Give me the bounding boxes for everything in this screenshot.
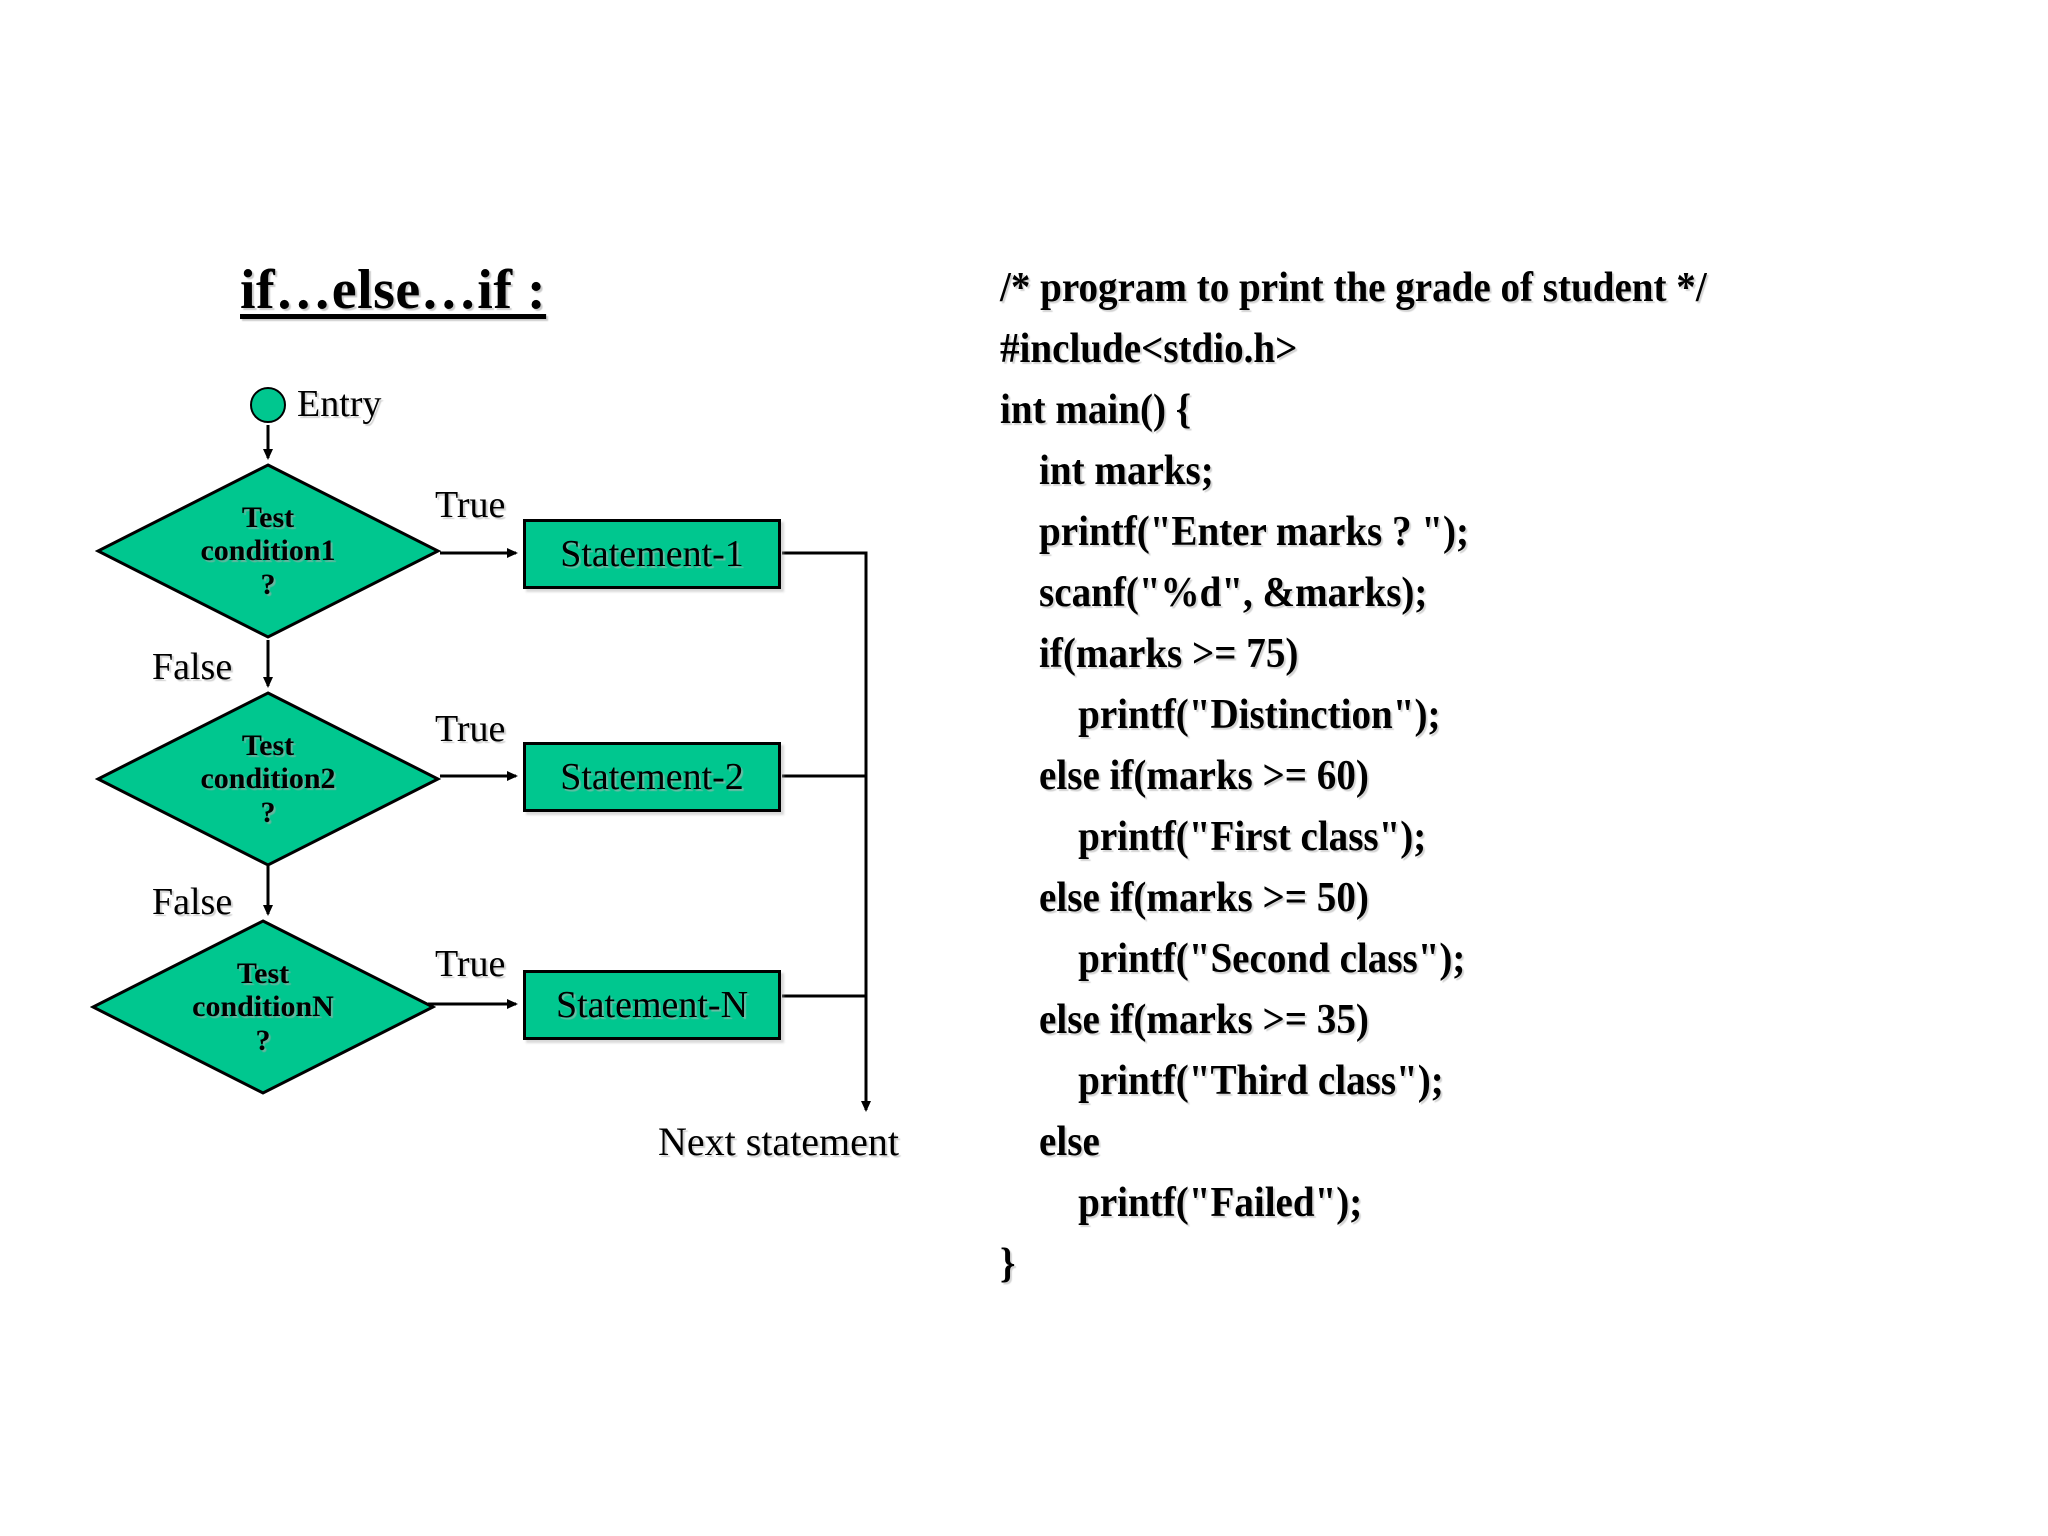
code-line: int marks; [1000, 448, 1214, 494]
code-line: printf("First class"); [1000, 814, 1427, 860]
diamond-shape-icon [95, 691, 441, 867]
code-line: /* program to print the grade of student… [1000, 265, 1707, 311]
statement-box-1-label: Statement-1 [560, 533, 744, 575]
entry-node-label: Entry [297, 383, 382, 425]
statement-box-2: Statement-2 [523, 742, 781, 812]
code-line: #include<stdio.h> [1000, 326, 1298, 372]
code-line: if(marks >= 75) [1000, 631, 1299, 677]
diamond-shape-icon [90, 919, 436, 1095]
code-line: printf("Distinction"); [1000, 692, 1441, 738]
entry-node-circle [250, 387, 286, 423]
statement-box-2-label: Statement-2 [560, 756, 744, 798]
statement-box-1: Statement-1 [523, 519, 781, 589]
statement-box-n-label: Statement-N [555, 984, 749, 1026]
code-line: scanf("%d", &marks); [1000, 570, 1428, 616]
code-listing: /* program to print the grade of student… [1000, 258, 1980, 1295]
edge-label-true-3: True [435, 943, 506, 985]
code-line: else [1000, 1119, 1100, 1165]
edge-label-true-2: True [435, 708, 506, 750]
next-statement-label: Next statement [658, 1119, 900, 1164]
code-line: else if(marks >= 35) [1000, 997, 1369, 1043]
decision-node-2: Test condition2 ? [95, 690, 441, 868]
edge-label-false-2: False [152, 881, 233, 923]
edge-label-true-1: True [435, 484, 506, 526]
diamond-shape-icon [95, 463, 441, 639]
statement-box-n: Statement-N [523, 970, 781, 1040]
code-line: printf("Enter marks ? "); [1000, 509, 1470, 555]
code-line: printf("Failed"); [1000, 1180, 1363, 1226]
decision-node-3: Test conditionN ? [90, 918, 436, 1096]
decision-node-1: Test condition1 ? [95, 462, 441, 640]
edge-label-false-1: False [152, 646, 233, 688]
code-line: printf("Third class"); [1000, 1058, 1444, 1104]
code-line: } [1000, 1241, 1016, 1287]
code-line: else if(marks >= 60) [1000, 753, 1369, 799]
code-line: else if(marks >= 50) [1000, 875, 1369, 921]
code-line: int main() { [1000, 387, 1192, 433]
page-title: if…else…if : [240, 259, 547, 321]
code-line: printf("Second class"); [1000, 936, 1466, 982]
